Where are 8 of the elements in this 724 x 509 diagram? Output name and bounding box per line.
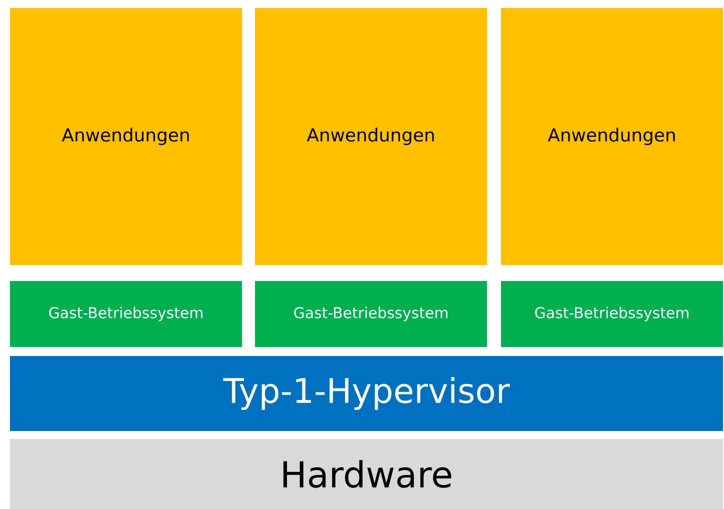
guest-os-block: Gast-Betriebssystem <box>255 280 487 347</box>
guest-os-block: Gast-Betriebssystem <box>10 280 242 347</box>
application-block: Anwendungen <box>501 8 723 265</box>
application-block: Anwendungen <box>255 8 487 265</box>
hypervisor-layer: Typ-1-Hypervisor <box>10 356 723 431</box>
hardware-layer: Hardware <box>10 438 723 509</box>
application-block: Anwendungen <box>10 8 242 265</box>
guest-os-block: Gast-Betriebssystem <box>501 280 723 347</box>
